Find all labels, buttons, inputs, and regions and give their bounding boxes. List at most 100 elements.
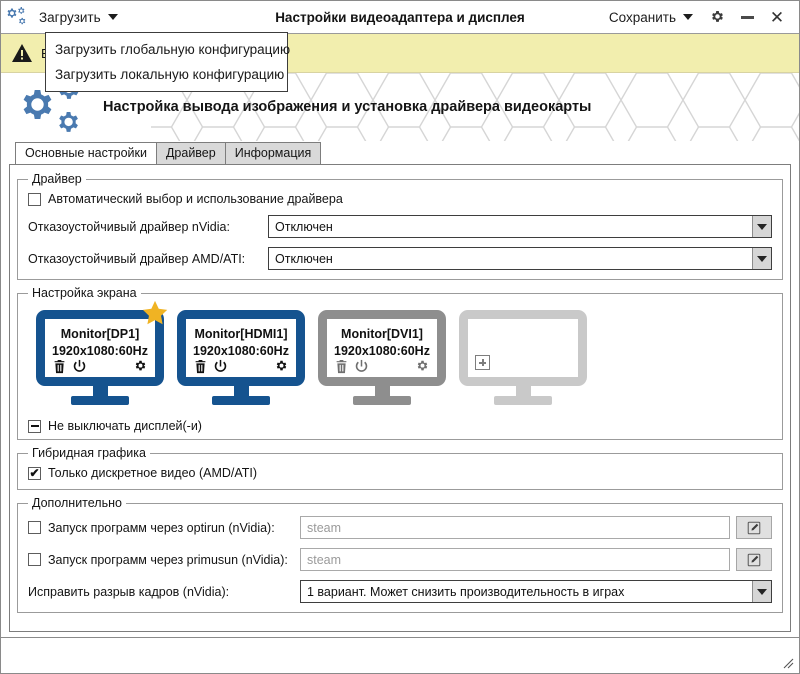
tearing-fix-label: Исправить разрыв кадров (nVidia): bbox=[28, 584, 230, 599]
keep-display-on-row: Не выключать дисплей(-и) bbox=[28, 419, 772, 433]
power-icon[interactable] bbox=[72, 359, 87, 374]
chevron-down-icon[interactable] bbox=[752, 581, 771, 602]
settings-button[interactable] bbox=[703, 3, 731, 31]
optirun-edit-button[interactable] bbox=[736, 516, 772, 539]
discrete-only-label: Только дискретное видео (AMD/ATI) bbox=[48, 466, 258, 480]
monitor-list: Monitor[DP1] 1920x1080:60Hz bbox=[28, 300, 772, 407]
monitor-stand bbox=[177, 386, 305, 405]
monitor-resolution: 1920x1080:60Hz bbox=[334, 344, 430, 358]
warning-triangle-icon bbox=[12, 44, 32, 62]
status-bar bbox=[1, 637, 799, 673]
nvidia-fallback-combobox[interactable]: Отключен bbox=[268, 215, 772, 238]
discrete-only-row: ✔ Только дискретное видео (AMD/ATI) bbox=[28, 466, 772, 480]
amd-fallback-value: Отключен bbox=[275, 251, 333, 266]
chevron-down-icon[interactable] bbox=[752, 216, 771, 237]
tearing-fix-value: 1 вариант. Может снизить производительно… bbox=[307, 584, 625, 599]
extra-group: Дополнительно Запуск программ через opti… bbox=[17, 496, 783, 613]
keep-display-on-label: Не выключать дисплей(-и) bbox=[48, 419, 202, 433]
monitor-card[interactable]: Monitor[DVI1] 1920x1080:60Hz bbox=[318, 310, 446, 405]
auto-driver-checkbox[interactable] bbox=[28, 192, 41, 206]
monitor-actions bbox=[193, 359, 289, 374]
auto-driver-row: Автоматический выбор и использование дра… bbox=[28, 192, 772, 206]
chevron-down-icon bbox=[107, 14, 118, 20]
monitor-screen-empty[interactable] bbox=[459, 310, 587, 386]
amd-fallback-combobox[interactable]: Отключен bbox=[268, 247, 772, 270]
optirun-input[interactable]: steam bbox=[300, 516, 730, 539]
monitor-stand bbox=[318, 386, 446, 405]
power-icon[interactable] bbox=[213, 359, 228, 374]
auto-driver-label: Автоматический выбор и использование дра… bbox=[48, 192, 343, 206]
app-gears-icon bbox=[1, 6, 35, 28]
trash-icon[interactable] bbox=[52, 359, 67, 374]
save-menu-label: Сохранить bbox=[608, 9, 676, 25]
tab-driver[interactable]: Драйвер bbox=[155, 142, 226, 164]
monitor-actions bbox=[52, 359, 148, 374]
screen-group: Настройка экрана Monitor[DP1] 1920x1080:… bbox=[17, 286, 783, 440]
gear-icon[interactable] bbox=[415, 359, 430, 374]
gear-icon[interactable] bbox=[274, 359, 289, 374]
minimize-icon bbox=[740, 15, 754, 19]
trash-icon[interactable] bbox=[334, 359, 349, 374]
driver-group-legend: Драйвер bbox=[32, 172, 82, 186]
optirun-checkbox[interactable] bbox=[28, 521, 41, 534]
chevron-down-icon bbox=[683, 14, 693, 20]
minimize-button[interactable] bbox=[733, 3, 761, 31]
window-controls: Сохранить ✕ bbox=[605, 3, 799, 31]
monitor-name: Monitor[DP1] bbox=[60, 327, 140, 341]
gear-icon[interactable] bbox=[133, 359, 148, 374]
trash-icon[interactable] bbox=[193, 359, 208, 374]
monitor-card[interactable]: Monitor[DP1] 1920x1080:60Hz bbox=[36, 300, 168, 405]
monitor-name: Monitor[DVI1] bbox=[341, 327, 423, 341]
power-icon[interactable] bbox=[354, 359, 369, 374]
monitor-resolution: 1920x1080:60Hz bbox=[193, 344, 289, 358]
add-monitor-plus-icon[interactable] bbox=[475, 355, 490, 370]
nvidia-fallback-value: Отключен bbox=[275, 219, 333, 234]
load-dropdown-menu[interactable]: Загрузить глобальную конфигурацию Загруз… bbox=[45, 32, 291, 92]
monitor-name: Monitor[HDMI1] bbox=[194, 327, 288, 341]
amd-fallback-label: Отказоустойчивый драйвер AMD/ATI: bbox=[28, 251, 246, 266]
tab-panel-main-settings: Драйвер Автоматический выбор и использов… bbox=[9, 164, 791, 632]
driver-group: Драйвер Автоматический выбор и использов… bbox=[17, 172, 783, 280]
chevron-down-icon[interactable] bbox=[752, 248, 771, 269]
banner-title: Настройка вывода изображения и установка… bbox=[103, 99, 592, 115]
extra-group-legend: Дополнительно bbox=[32, 496, 122, 510]
edit-pencil-icon bbox=[747, 553, 761, 566]
tab-strip: Основные настройки Драйвер Информация bbox=[1, 141, 799, 164]
primusun-row: Запуск программ через primusun (nVidia):… bbox=[28, 548, 772, 571]
primusun-input[interactable]: steam bbox=[300, 548, 730, 571]
menu-item-load-global[interactable]: Загрузить глобальную конфигурацию bbox=[55, 42, 291, 57]
primary-star-icon bbox=[142, 300, 168, 325]
monitor-card[interactable]: Monitor[HDMI1] 1920x1080:60Hz bbox=[177, 310, 305, 405]
discrete-only-checkbox[interactable]: ✔ bbox=[28, 465, 41, 480]
primusun-label: Запуск программ через primusun (nVidia): bbox=[48, 552, 288, 567]
monitor-stand bbox=[459, 386, 587, 405]
optirun-row: Запуск программ через optirun (nVidia): … bbox=[28, 516, 772, 539]
nvidia-fallback-row: Отказоустойчивый драйвер nVidia: Отключе… bbox=[28, 215, 772, 238]
title-bar: Загрузить Настройки видеоадаптера и дисп… bbox=[1, 1, 799, 34]
load-menu-label: Загрузить bbox=[39, 9, 101, 25]
monitor-screen[interactable]: Monitor[DP1] 1920x1080:60Hz bbox=[36, 310, 164, 386]
close-button[interactable]: ✕ bbox=[763, 3, 791, 31]
tab-main-settings[interactable]: Основные настройки bbox=[15, 142, 157, 164]
menu-item-load-local[interactable]: Загрузить локальную конфигурацию bbox=[55, 67, 285, 82]
load-menu-button[interactable]: Загрузить bbox=[35, 7, 126, 28]
monitor-card-add[interactable] bbox=[459, 310, 587, 405]
hybrid-graphics-legend: Гибридная графика bbox=[32, 446, 146, 460]
hybrid-graphics-group: Гибридная графика ✔ Только дискретное ви… bbox=[17, 446, 783, 490]
monitor-screen[interactable]: Monitor[HDMI1] 1920x1080:60Hz bbox=[177, 310, 305, 386]
close-icon: ✕ bbox=[769, 7, 785, 27]
tab-information[interactable]: Информация bbox=[224, 142, 322, 164]
monitor-resolution: 1920x1080:60Hz bbox=[52, 344, 148, 358]
resize-grip-icon[interactable] bbox=[781, 656, 795, 670]
keep-display-on-checkbox[interactable] bbox=[28, 419, 41, 433]
optirun-label: Запуск программ через optirun (nVidia): bbox=[48, 520, 275, 535]
screen-group-legend: Настройка экрана bbox=[32, 286, 137, 300]
tearing-fix-combobox[interactable]: 1 вариант. Может снизить производительно… bbox=[300, 580, 772, 603]
primusun-checkbox[interactable] bbox=[28, 553, 41, 566]
primusun-edit-button[interactable] bbox=[736, 548, 772, 571]
save-menu-button[interactable]: Сохранить bbox=[605, 7, 701, 28]
monitor-screen[interactable]: Monitor[DVI1] 1920x1080:60Hz bbox=[318, 310, 446, 386]
monitor-stand bbox=[36, 386, 164, 405]
monitor-actions bbox=[334, 359, 430, 374]
